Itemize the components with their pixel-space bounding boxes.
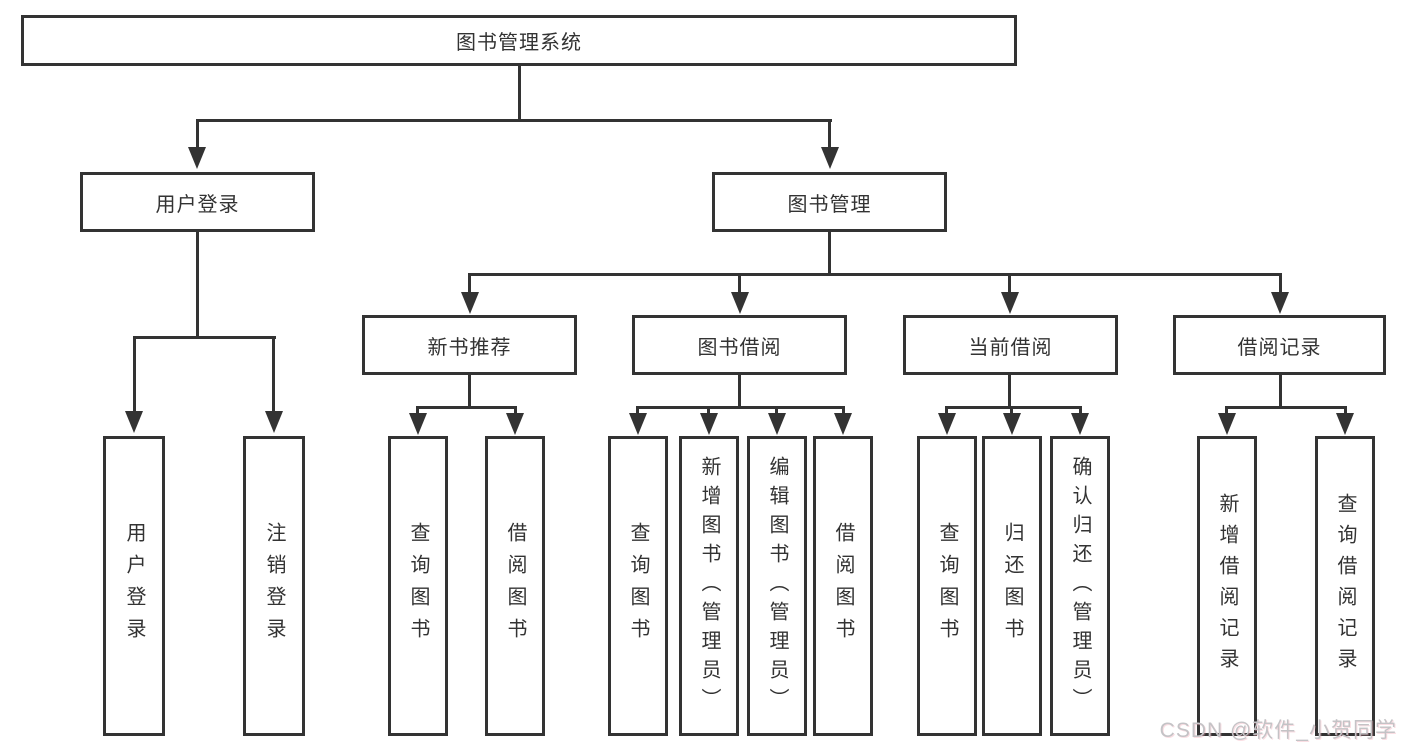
arrowhead-mgmt bbox=[821, 147, 839, 169]
connector-drop-bor-add bbox=[707, 406, 710, 414]
arrowhead-login bbox=[188, 147, 206, 169]
connector-current-rail bbox=[945, 406, 1082, 409]
node-label: 注销登录 bbox=[263, 522, 285, 650]
node-current-borrowing: 当前借阅 bbox=[903, 315, 1118, 375]
leaf-borrow-edit-books-admin: 编辑图书（管理员） bbox=[747, 436, 807, 736]
node-book-mgmt: 图书管理 bbox=[712, 172, 947, 232]
connector-borrow-rail bbox=[636, 406, 845, 409]
leaf-user-login: 用户登录 bbox=[103, 436, 165, 736]
connector-drop-login bbox=[196, 119, 199, 147]
connector-drop-borrow bbox=[738, 273, 741, 293]
leaf-borrow-borrow-books: 借阅图书 bbox=[813, 436, 873, 736]
node-borrowing-records: 借阅记录 bbox=[1173, 315, 1386, 375]
arrowhead-cur-query bbox=[938, 413, 956, 435]
node-label: 图书管理 bbox=[787, 193, 872, 216]
connector-drop-rec-query bbox=[416, 406, 419, 414]
connector-drop-rd-add bbox=[1225, 406, 1228, 414]
connector-drop-rec-borrow bbox=[514, 406, 517, 414]
arrowhead-current bbox=[1001, 292, 1019, 314]
node-label: 查询图书 bbox=[627, 522, 649, 650]
connector-drop-recommend bbox=[468, 273, 471, 293]
arrowhead-rec-borrow bbox=[506, 413, 524, 435]
connector-login-rail bbox=[133, 336, 276, 339]
connector-drop-mgmt bbox=[828, 119, 831, 147]
arrowhead-rd-add bbox=[1218, 413, 1236, 435]
node-label: 新书推荐 bbox=[427, 336, 512, 359]
connector-drop-bor-borrow bbox=[842, 406, 845, 414]
node-label: 图书管理系统 bbox=[456, 32, 582, 54]
connector-drop-login-user bbox=[133, 336, 136, 411]
arrowhead-borrow bbox=[731, 292, 749, 314]
connector-mgmt-stem bbox=[828, 232, 831, 273]
connector-drop-bor-edit bbox=[775, 406, 778, 414]
node-label: 图书借阅 bbox=[697, 336, 782, 359]
node-label: 新增借阅记录 bbox=[1216, 493, 1238, 679]
leaf-current-return-books: 归还图书 bbox=[982, 436, 1042, 736]
connector-records-rail bbox=[1225, 406, 1347, 409]
node-label: 当前借阅 bbox=[968, 336, 1053, 359]
node-label: 归还图书 bbox=[1001, 522, 1023, 650]
leaf-current-query-books: 查询图书 bbox=[917, 436, 977, 736]
connector-login-stem bbox=[196, 232, 199, 336]
arrowhead-bor-add bbox=[700, 413, 718, 435]
node-label: 用户登录 bbox=[123, 522, 145, 650]
leaf-recommend-borrow-books: 借阅图书 bbox=[485, 436, 545, 736]
node-book-management-system: 图书管理系统 bbox=[21, 15, 1017, 66]
arrowhead-rec-query bbox=[409, 413, 427, 435]
node-label: 新增图书（管理员） bbox=[698, 455, 720, 717]
leaf-current-confirm-return-admin: 确认归还（管理员） bbox=[1050, 436, 1110, 736]
arrowhead-login-user bbox=[125, 411, 143, 433]
node-label: 借阅图书 bbox=[504, 522, 526, 650]
connector-drop-current bbox=[1008, 273, 1011, 293]
node-label: 查询借阅记录 bbox=[1334, 493, 1356, 679]
connector-drop-login-logout bbox=[272, 336, 275, 411]
node-label: 查询图书 bbox=[936, 522, 958, 650]
arrowhead-rd-query bbox=[1336, 413, 1354, 435]
leaf-borrow-add-books-admin: 新增图书（管理员） bbox=[679, 436, 739, 736]
arrowhead-cur-confirm bbox=[1071, 413, 1089, 435]
connector-borrow-stem bbox=[738, 375, 741, 406]
arrowhead-login-logout bbox=[265, 411, 283, 433]
csdn-watermark: CSDN @软件_小贺同学 bbox=[1159, 719, 1397, 742]
leaf-recommend-query-books: 查询图书 bbox=[388, 436, 448, 736]
connector-recommend-rail bbox=[416, 406, 517, 409]
arrowhead-bor-query bbox=[629, 413, 647, 435]
leaf-records-add-record: 新增借阅记录 bbox=[1197, 436, 1257, 736]
arrowhead-bor-borrow bbox=[834, 413, 852, 435]
connector-root-rail bbox=[196, 119, 832, 122]
leaf-logout: 注销登录 bbox=[243, 436, 305, 736]
node-user-login: 用户登录 bbox=[80, 172, 315, 232]
leaf-borrow-query-books: 查询图书 bbox=[608, 436, 668, 736]
connector-drop-rd-query bbox=[1344, 406, 1347, 414]
node-label: 借阅记录 bbox=[1237, 336, 1322, 359]
node-label: 用户登录 bbox=[155, 193, 240, 216]
connector-drop-cur-query bbox=[945, 406, 948, 414]
leaf-records-query-record: 查询借阅记录 bbox=[1315, 436, 1375, 736]
connector-drop-cur-confirm bbox=[1079, 406, 1082, 414]
arrowhead-cur-return bbox=[1003, 413, 1021, 435]
connector-drop-bor-query bbox=[636, 406, 639, 414]
node-label: 查询图书 bbox=[407, 522, 429, 650]
node-label: 编辑图书（管理员） bbox=[766, 455, 788, 717]
arrowhead-bor-edit bbox=[768, 413, 786, 435]
connector-mgmt-rail bbox=[468, 273, 1282, 276]
node-new-book-recommend: 新书推荐 bbox=[362, 315, 577, 375]
node-label: 确认归还（管理员） bbox=[1069, 455, 1091, 717]
node-book-borrowing: 图书借阅 bbox=[632, 315, 847, 375]
connector-root-stem bbox=[518, 66, 521, 119]
connector-drop-records bbox=[1279, 273, 1282, 293]
connector-recommend-stem bbox=[468, 375, 471, 406]
node-label: 借阅图书 bbox=[832, 522, 854, 650]
connector-current-stem bbox=[1008, 375, 1011, 406]
connector-records-stem bbox=[1279, 375, 1282, 406]
arrowhead-records bbox=[1271, 292, 1289, 314]
connector-drop-cur-return bbox=[1010, 406, 1013, 414]
arrowhead-recommend bbox=[461, 292, 479, 314]
